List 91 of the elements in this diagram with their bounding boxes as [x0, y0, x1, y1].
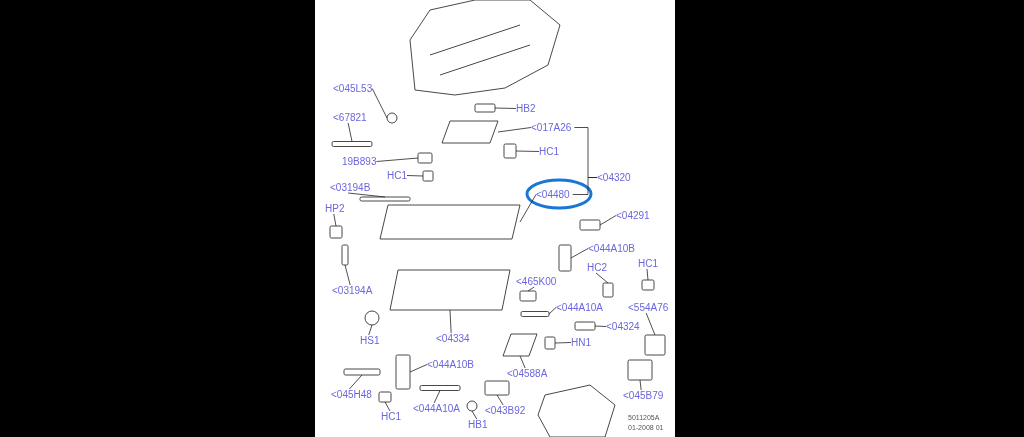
part-number: <554A76 [628, 302, 669, 313]
part-drawing [602, 282, 614, 298]
leader-line [494, 107, 517, 109]
leader-line [496, 394, 504, 406]
leader-line [406, 175, 424, 177]
part-drawing [520, 311, 550, 317]
leader-line [344, 264, 351, 286]
part-drawing [343, 368, 381, 376]
leader-line [572, 177, 598, 195]
part-number: HN1 [571, 337, 591, 348]
leader-line [646, 268, 649, 281]
leader-line [519, 194, 537, 223]
part-number: HC1 [638, 258, 658, 269]
part-number: HC1 [381, 411, 401, 422]
leader-line [471, 410, 478, 420]
part-drawing [419, 385, 461, 391]
leader-line [433, 390, 441, 404]
part-number: <04588A [507, 368, 548, 379]
leader-line [368, 324, 373, 336]
leader-line [376, 157, 419, 162]
part-number: <044A10B [588, 243, 635, 254]
part-drawing [574, 321, 596, 331]
part-drawing [341, 244, 349, 266]
part-drawing [579, 219, 601, 231]
part-number: <045H48 [331, 389, 372, 400]
part-drawing [378, 391, 392, 403]
leader-line [515, 150, 540, 152]
part-number: <045B79 [623, 390, 664, 401]
part-drawing [466, 400, 478, 412]
part-drawing [544, 336, 556, 350]
leader-line [347, 192, 386, 198]
part-number: HC1 [387, 170, 407, 181]
part-number: <04324 [606, 321, 640, 332]
leader-line [645, 312, 656, 336]
part-number: 19B893 [342, 156, 377, 167]
part-drawing [519, 290, 537, 302]
leader-line [333, 213, 337, 227]
part-drawing [503, 143, 517, 159]
part-number: <043B92 [485, 405, 526, 416]
leader-line [449, 309, 452, 334]
part-drawing [644, 334, 666, 356]
leader-line [527, 286, 535, 292]
leader-line [639, 379, 642, 391]
part-number: <465K00 [516, 276, 557, 287]
leader-line [554, 342, 572, 344]
part-drawing [386, 112, 398, 124]
part-number: <044A10A [556, 302, 603, 313]
leader-line [595, 272, 609, 284]
part-drawing [641, 279, 655, 291]
part-drawing [474, 103, 496, 113]
part-drawing [379, 204, 521, 240]
part-drawing [627, 359, 653, 381]
part-drawing [359, 196, 411, 202]
leader-line [349, 374, 363, 390]
part-number: <017A26 [531, 122, 572, 133]
part-number: <04334 [436, 333, 470, 344]
part-number: <044A10B [427, 359, 474, 370]
part-drawing [395, 354, 411, 390]
leader-line [497, 127, 532, 133]
part-number: HP2 [325, 203, 345, 214]
part-drawing [329, 225, 343, 239]
part-drawing [364, 310, 380, 326]
part-number: HS1 [360, 335, 380, 346]
part-drawing [558, 244, 572, 272]
leader-line [409, 364, 428, 373]
part-number: <04320 [597, 172, 631, 183]
part-drawing [502, 333, 538, 357]
leader-line [519, 355, 526, 369]
part-drawing [422, 170, 434, 182]
part-number: <03194A [332, 285, 373, 296]
part-drawing [417, 152, 433, 164]
part-number: HC1 [539, 146, 559, 157]
part-number: <04480 [536, 189, 570, 200]
part-number: HB1 [468, 419, 488, 430]
part-number: HC2 [587, 262, 607, 273]
part-number: HB2 [516, 103, 536, 114]
leader-line [371, 88, 388, 119]
part-number: <67821 [333, 112, 367, 123]
leader-line [599, 215, 617, 226]
part-drawing [331, 141, 373, 147]
leader-line [384, 401, 391, 412]
part-number: <044A10A [413, 403, 460, 414]
part-drawing [484, 380, 510, 396]
part-number: <03194B [330, 182, 371, 193]
part-number: <045L53 [333, 83, 373, 94]
part-number: <04291 [616, 210, 650, 221]
leader-line [570, 248, 589, 259]
leader-line [548, 307, 557, 315]
part-drawing [389, 269, 511, 311]
leader-line [347, 122, 353, 142]
leader-line [594, 325, 607, 327]
